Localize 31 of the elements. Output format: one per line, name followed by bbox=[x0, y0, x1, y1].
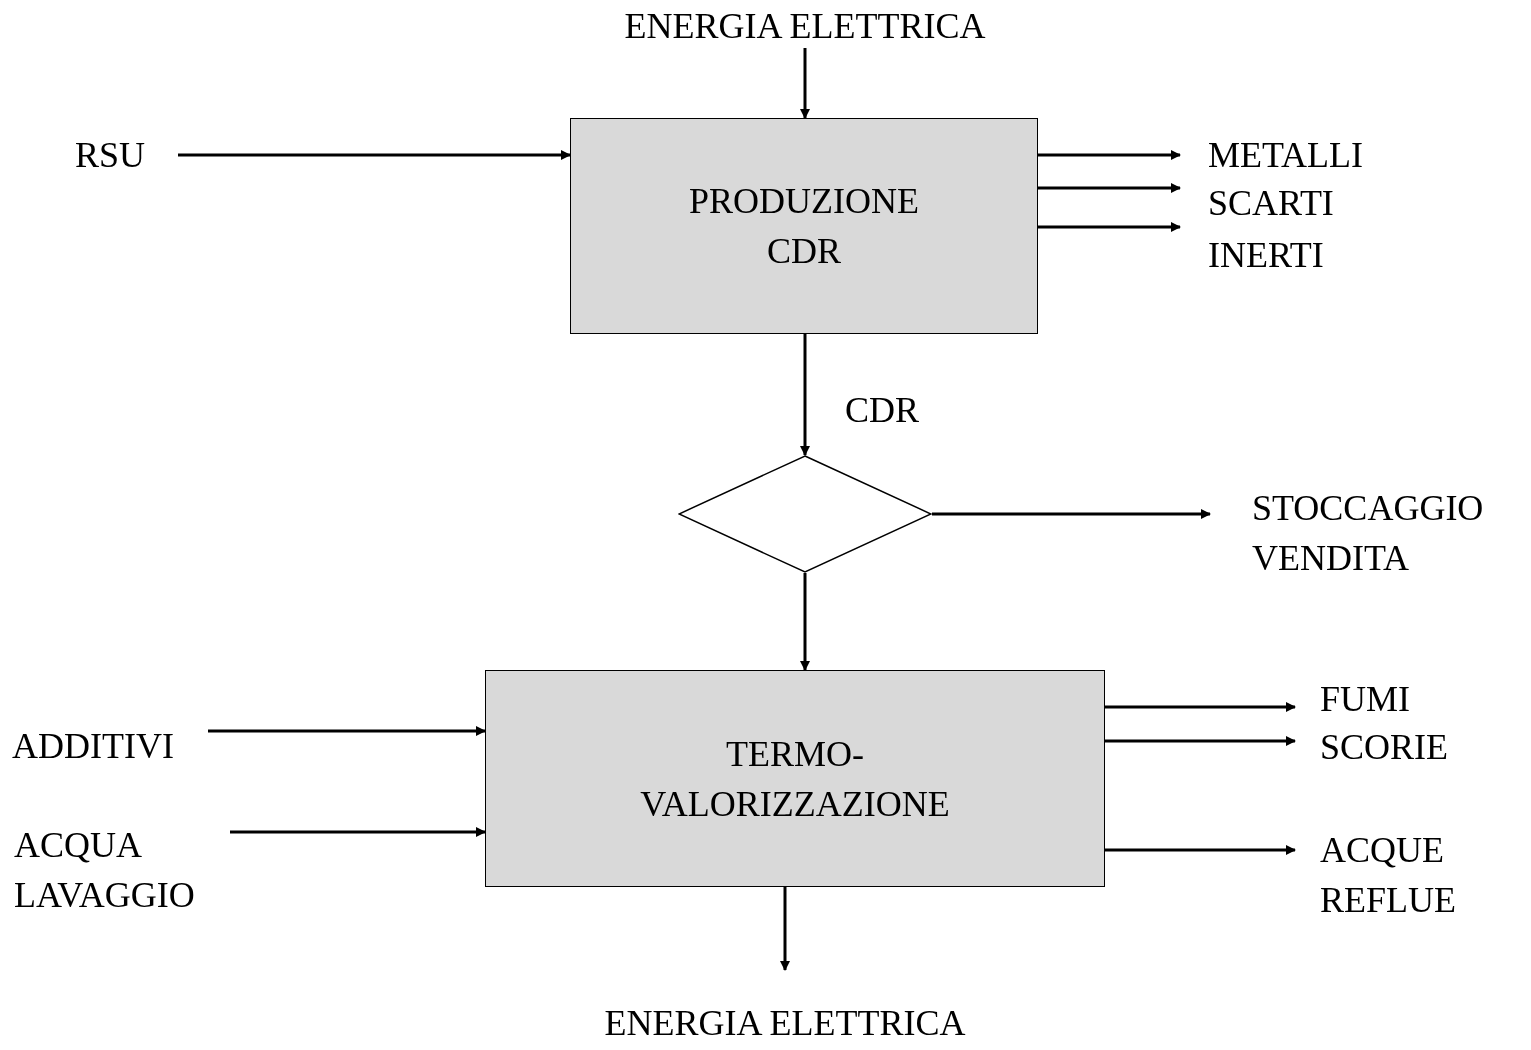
flow-label: INERTI bbox=[1180, 222, 1420, 288]
arrow bbox=[178, 150, 571, 160]
flow-label: ENERGIA ELETTRICA bbox=[565, 970, 1005, 1048]
arrow bbox=[1105, 845, 1296, 855]
arrow bbox=[1038, 222, 1181, 232]
flow-label: SCARTI bbox=[1180, 184, 1420, 222]
process-box bbox=[570, 118, 1038, 334]
flow-label: FUMI bbox=[1295, 680, 1495, 718]
flow-label: ENERGIA ELETTRICA bbox=[590, 3, 1020, 48]
process-label: TERMO- VALORIZZAZIONE bbox=[639, 732, 951, 826]
arrow bbox=[800, 334, 810, 456]
arrow bbox=[1105, 702, 1296, 712]
arrow bbox=[230, 827, 486, 837]
process-box bbox=[485, 670, 1105, 887]
arrow bbox=[1038, 150, 1181, 160]
flow-label: STOCCAGGIO VENDITA bbox=[1210, 485, 1525, 580]
arrow bbox=[1105, 736, 1296, 746]
decision-diamond bbox=[678, 455, 932, 573]
arrow bbox=[800, 48, 810, 119]
flow-label: ACQUE REFLUE bbox=[1295, 826, 1495, 924]
arrow bbox=[800, 573, 810, 671]
arrow bbox=[780, 887, 790, 971]
flow-label: ADDITIVI bbox=[8, 718, 208, 773]
flow-label: RSU bbox=[60, 130, 178, 180]
flow-label: METALLI bbox=[1180, 133, 1420, 177]
arrow bbox=[932, 509, 1211, 519]
process-label: PRODUZIONE CDR bbox=[688, 180, 920, 273]
flow-label: ACQUA LAVAGGIO bbox=[8, 820, 230, 920]
arrow bbox=[1038, 183, 1181, 193]
arrow bbox=[208, 726, 486, 736]
flow-label: SCORIE bbox=[1295, 722, 1495, 772]
